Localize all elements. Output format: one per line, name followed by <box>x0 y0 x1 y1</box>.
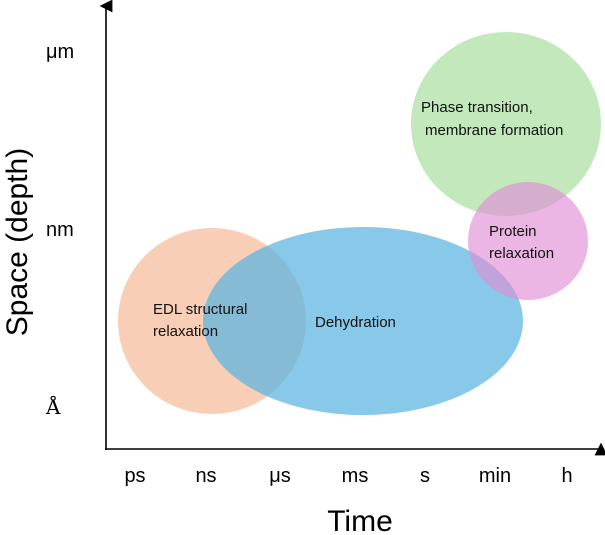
x-tick-us: μs <box>269 465 291 487</box>
x-tick-h: h <box>561 465 572 487</box>
y-tick-labels: μm nm Å <box>45 41 74 419</box>
protein-label-line-2: relaxation <box>489 245 554 262</box>
phase-label-line-1: Phase transition, <box>421 99 533 116</box>
region-labels: EDL structural relaxation Dehydration Ph… <box>153 99 563 340</box>
protein-relaxation-label: Protein relaxation <box>489 223 554 262</box>
dehydration-label: Dehydration <box>315 314 396 331</box>
edl-label-line-1: EDL structural <box>153 301 247 318</box>
dehydration-label-line-1: Dehydration <box>315 314 396 331</box>
y-tick-um: μm <box>46 41 74 63</box>
x-tick-ms: ms <box>342 465 369 487</box>
phase-label-line-2: membrane formation <box>425 122 563 139</box>
edl-label: EDL structural relaxation <box>153 301 252 340</box>
dehydration-region <box>203 227 523 415</box>
x-tick-ps: ps <box>124 465 145 487</box>
y-tick-angstrom: Å <box>45 394 61 419</box>
y-tick-nm: nm <box>46 219 74 241</box>
edl-label-line-2: relaxation <box>153 323 218 340</box>
x-tick-labels: ps ns μs ms s min h <box>124 465 572 487</box>
phase-transition-label: Phase transition, membrane formation <box>421 99 563 139</box>
phase-transition-region <box>411 32 601 216</box>
x-tick-s: s <box>420 465 430 487</box>
x-tick-min: min <box>479 465 511 487</box>
x-tick-ns: ns <box>195 465 216 487</box>
regions <box>118 32 601 415</box>
protein-relaxation-region <box>468 182 588 300</box>
protein-label-line-1: Protein <box>489 223 537 240</box>
y-axis-title: Space (depth) <box>1 148 34 336</box>
x-axis-title: Time <box>327 505 393 535</box>
